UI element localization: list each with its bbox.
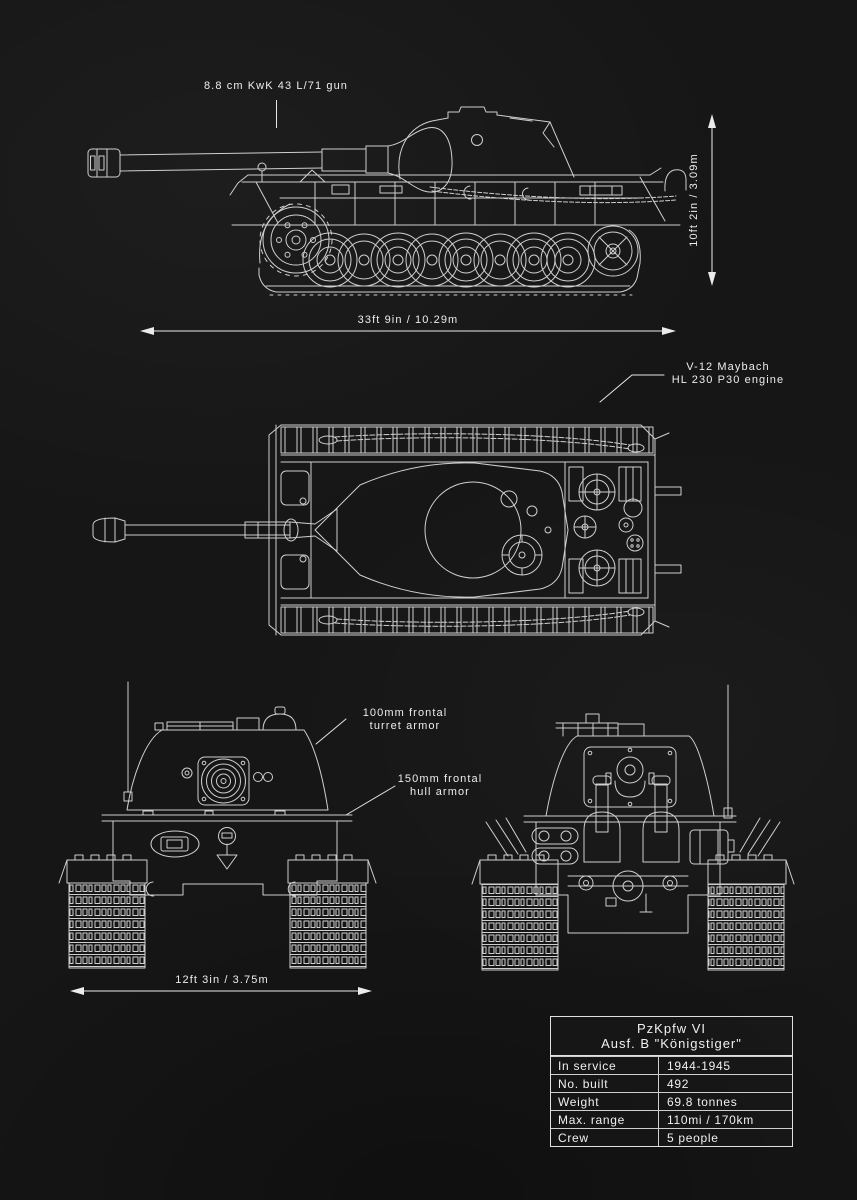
top-view-drawing <box>92 424 682 636</box>
side-hull <box>229 162 687 226</box>
spec-row-label: Weight <box>551 1093 659 1110</box>
front-view-drawing <box>58 681 377 969</box>
length-dimension-arrow <box>140 327 676 335</box>
rear-fenders <box>471 817 795 885</box>
top-turret <box>314 462 569 598</box>
spec-row-label: Crew <box>551 1129 659 1146</box>
spec-row-value: 1944-1945 <box>667 1058 731 1073</box>
gun-annotation-leader-line <box>276 100 277 128</box>
side-muzzle-brake-icon <box>87 148 121 178</box>
length-dimension-label: 33ft 9in / 10.29m <box>357 314 459 326</box>
turret-armor-leader-line <box>315 718 347 745</box>
turret-armor-label: 100mm frontal turret armor <box>363 707 448 732</box>
hull-armor-line2: hull armor <box>410 785 470 798</box>
gun-annotation-label: 8.8 cm KwK 43 L/71 gun <box>203 80 349 92</box>
table-row: Crew 5 people <box>551 1128 792 1146</box>
spec-row-label: In service <box>551 1057 659 1074</box>
spec-row-label: No. built <box>551 1075 659 1092</box>
side-running-gear <box>258 203 641 296</box>
top-gun-barrel <box>92 517 316 543</box>
engine-annotation-leader-line <box>599 374 665 403</box>
front-gun-mantlet <box>197 756 250 806</box>
front-turret <box>126 706 329 811</box>
height-dimension-label: 10ft 2in / 3.09m <box>688 153 700 247</box>
spec-row-value: 492 <box>667 1076 690 1091</box>
side-view-drawing <box>87 106 687 296</box>
engine-annotation-label: V-12 Maybach HL 230 P30 engine <box>672 361 784 386</box>
turret-armor-line2: turret armor <box>369 719 441 732</box>
top-front-deck <box>280 461 312 599</box>
rear-antenna <box>723 684 733 819</box>
hull-armor-line1: 150mm frontal <box>397 773 483 785</box>
rear-view-drawing <box>471 684 795 971</box>
rear-tracks <box>481 883 785 971</box>
side-turret <box>398 106 575 180</box>
engine-label-line1: V-12 Maybach <box>686 361 770 373</box>
top-hull <box>268 424 682 636</box>
spec-title-line1: PzKpfw VI <box>637 1021 706 1036</box>
turret-armor-line1: 100mm frontal <box>362 707 448 719</box>
spec-row-value: 69.8 tonnes <box>667 1094 738 1109</box>
spec-row-value: 5 people <box>667 1130 719 1145</box>
rear-turret <box>545 713 715 817</box>
spec-table: PzKpfw VI Ausf. B "Königstiger" In servi… <box>550 1016 793 1147</box>
table-row: In service 1944-1945 <box>551 1056 792 1074</box>
front-fenders <box>58 854 377 884</box>
hull-armor-leader-line <box>345 785 396 816</box>
top-engine-deck <box>564 461 644 599</box>
width-dimension-arrow <box>70 987 372 995</box>
spec-row-value: 110mi / 170km <box>667 1112 754 1127</box>
spec-table-title: PzKpfw VI Ausf. B "Königstiger" <box>551 1017 792 1056</box>
table-row: Max. range 110mi / 170km <box>551 1110 792 1128</box>
width-dimension-label: 12ft 3in / 3.75m <box>175 974 269 986</box>
spec-row-label: Max. range <box>551 1111 659 1128</box>
height-dimension-arrow <box>708 114 716 286</box>
table-row: No. built 492 <box>551 1074 792 1092</box>
hull-armor-label: 150mm frontal hull armor <box>398 773 483 798</box>
engine-label-line2: HL 230 P30 engine <box>671 373 785 386</box>
front-vision-ports <box>181 767 273 782</box>
side-gun-barrel <box>119 127 453 193</box>
front-antenna <box>123 681 133 802</box>
top-tow-cables <box>318 433 645 627</box>
spec-title-line2: Ausf. B "Königstiger" <box>601 1036 742 1051</box>
table-row: Weight 69.8 tonnes <box>551 1092 792 1110</box>
front-tracks <box>68 882 367 969</box>
